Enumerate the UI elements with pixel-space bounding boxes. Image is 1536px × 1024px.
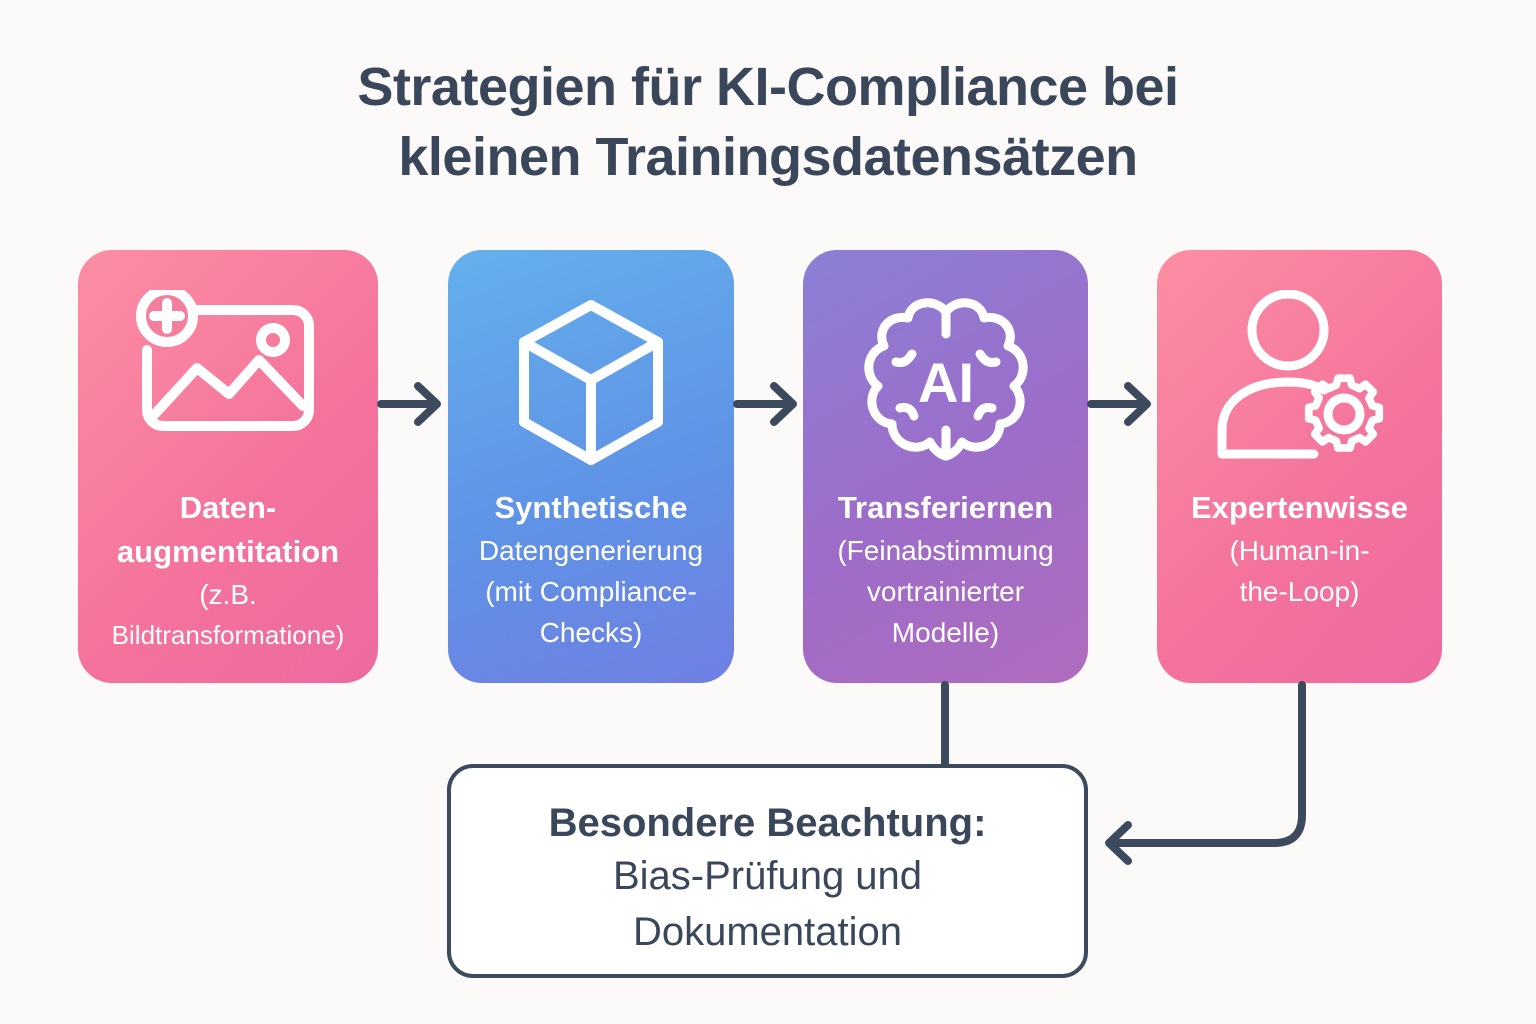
- step-subtitle: (Feinabstimmung vortrainierter Modelle): [837, 535, 1054, 648]
- arrow-right-icon: [377, 382, 441, 426]
- step-title: Expertenwisse: [1190, 490, 1409, 525]
- ai-icon-text: AI: [918, 351, 974, 414]
- step-subtitle: (z.B. Bildtransformatione): [111, 579, 345, 650]
- note-box: Besondere Beachtung: Bias-Prüfung und Do…: [447, 764, 1088, 978]
- title-line-2: kleinen Trainingsdatensätzen: [398, 127, 1138, 187]
- step-title: Synthetische: [494, 490, 688, 525]
- user-gear-icon: [1157, 290, 1442, 480]
- step-subtitle: Datengenerierung (mit Compliance- Checks…: [478, 535, 704, 648]
- step-card-synthetic-data: Synthetische Datengenerierung (mit Compl…: [448, 250, 734, 683]
- step-title: Transferiernen: [837, 490, 1054, 525]
- step-subtitle: (Human-in- the-Loop): [1229, 535, 1370, 607]
- arrow-right-icon: [1087, 382, 1151, 426]
- diagram-title: Strategien für KI-Compliance bei kleinen…: [0, 52, 1536, 192]
- arrow-right-icon: [733, 382, 797, 426]
- step-card-expert-knowledge: Expertenwisse (Human-in- the-Loop): [1157, 250, 1442, 683]
- arrow-left-icon: [1105, 681, 1306, 865]
- step-card-transfer-learning: AI Transferiernen (Feinabstimmung vortra…: [803, 250, 1088, 683]
- note-body: Bias-Prüfung und Dokumentation: [612, 854, 923, 954]
- title-line-1: Strategien für KI-Compliance bei: [357, 57, 1179, 117]
- step-card-data-augmentation: Daten- augmentitation (z.B. Bildtransfor…: [78, 250, 378, 683]
- image-add-icon: [78, 290, 378, 480]
- note-title: Besondere Beachtung:: [548, 801, 987, 845]
- step-title: Daten- augmentitation: [116, 490, 340, 569]
- ai-brain-icon: AI: [803, 290, 1088, 480]
- cube-icon: [448, 290, 734, 480]
